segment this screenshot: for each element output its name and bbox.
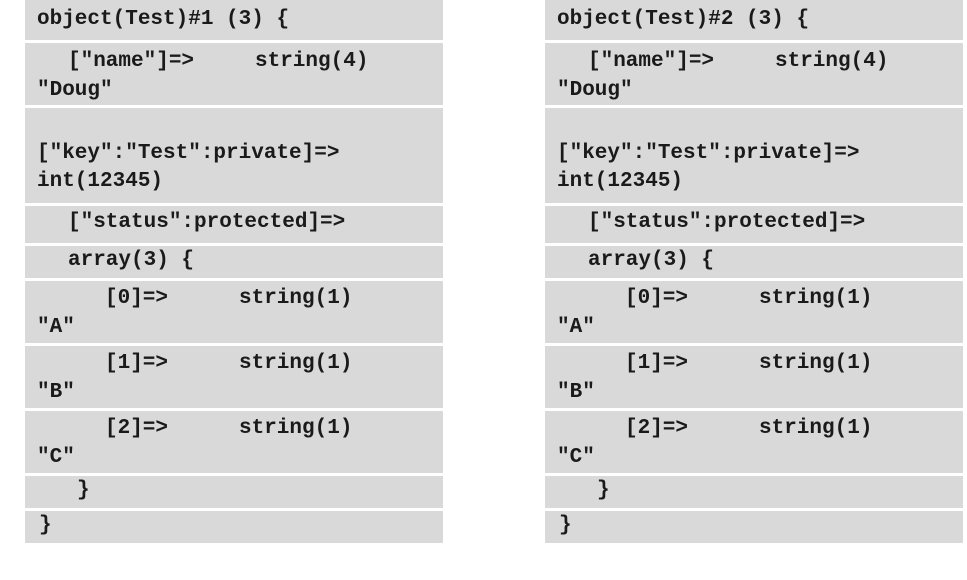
code-line-object-close: }	[545, 511, 963, 543]
status-key: ["status":protected]=>	[588, 211, 866, 234]
code-line-array-open: array(3) {	[545, 246, 963, 278]
code-line-array-item: [1]=> string(1) "B"	[25, 346, 443, 408]
array-item-value: "C"	[37, 446, 75, 469]
object-header: object(Test)#2 (3) {	[557, 8, 810, 31]
code-line-object-header: object(Test)#2 (3) {	[545, 0, 963, 40]
array-item-index: [1]=>	[105, 352, 169, 375]
code-line-array-close: }	[25, 476, 443, 508]
name-type: string(4)	[775, 50, 889, 73]
object-close-brace: }	[559, 514, 572, 537]
code-line-key: ["key":"Test":private]=> int(12345)	[545, 108, 963, 203]
array-item-index: [0]=>	[105, 287, 169, 310]
key-key: ["key":"Test":private]=>	[557, 142, 860, 165]
code-line-name: ["name"]=> string(4) "Doug"	[25, 43, 443, 105]
array-item-index: [0]=>	[625, 287, 689, 310]
array-item-value: "A"	[557, 316, 595, 339]
array-item-type: string(1)	[239, 352, 353, 375]
code-line-array-item: [0]=> string(1) "A"	[545, 281, 963, 343]
name-key: ["name"]=>	[588, 50, 715, 73]
name-value: "Doug"	[37, 79, 113, 102]
code-line-array-item: [2]=> string(1) "C"	[25, 411, 443, 473]
code-line-status: ["status":protected]=>	[25, 206, 443, 243]
object-close-brace: }	[39, 514, 52, 537]
array-item-value: "B"	[37, 381, 75, 404]
code-line-array-item: [2]=> string(1) "C"	[545, 411, 963, 473]
code-line-array-item: [1]=> string(1) "B"	[545, 346, 963, 408]
key-key: ["key":"Test":private]=>	[37, 142, 340, 165]
code-line-array-item: [0]=> string(1) "A"	[25, 281, 443, 343]
code-line-object-close: }	[25, 511, 443, 543]
array-item-index: [2]=>	[105, 417, 169, 440]
array-item-type: string(1)	[759, 352, 873, 375]
object-header: object(Test)#1 (3) {	[37, 8, 290, 31]
array-item-type: string(1)	[759, 287, 873, 310]
array-close-brace: }	[77, 479, 90, 502]
var-dump-panel-object-2: object(Test)#2 (3) { ["name"]=> string(4…	[545, 0, 963, 546]
array-item-index: [1]=>	[625, 352, 689, 375]
key-value: int(12345)	[557, 170, 684, 193]
code-line-object-header: object(Test)#1 (3) {	[25, 0, 443, 40]
array-item-value: "C"	[557, 446, 595, 469]
var-dump-panel-object-1: object(Test)#1 (3) { ["name"]=> string(4…	[25, 0, 443, 546]
status-key: ["status":protected]=>	[68, 211, 346, 234]
key-value: int(12345)	[37, 170, 164, 193]
code-line-array-close: }	[545, 476, 963, 508]
name-key: ["name"]=>	[68, 50, 195, 73]
array-item-index: [2]=>	[625, 417, 689, 440]
array-item-value: "B"	[557, 381, 595, 404]
code-line-status: ["status":protected]=>	[545, 206, 963, 243]
array-item-type: string(1)	[239, 287, 353, 310]
array-open: array(3) {	[68, 249, 195, 272]
array-close-brace: }	[597, 479, 610, 502]
name-type: string(4)	[255, 50, 369, 73]
array-item-type: string(1)	[759, 417, 873, 440]
array-item-value: "A"	[37, 316, 75, 339]
name-value: "Doug"	[557, 79, 633, 102]
code-line-array-open: array(3) {	[25, 246, 443, 278]
array-open: array(3) {	[588, 249, 715, 272]
code-line-name: ["name"]=> string(4) "Doug"	[545, 43, 963, 105]
code-line-key: ["key":"Test":private]=> int(12345)	[25, 108, 443, 203]
array-item-type: string(1)	[239, 417, 353, 440]
